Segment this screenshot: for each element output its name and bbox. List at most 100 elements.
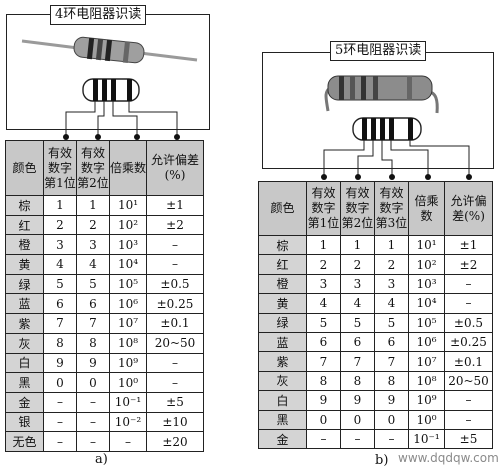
right-cell-digit3: 5 <box>374 312 409 333</box>
left-cell-digit2: 8 <box>76 332 110 354</box>
right-header-digit2: 有效数字第2位 <box>340 181 375 236</box>
left-cell-tolerance: ±0.1 <box>146 313 204 334</box>
left-cell-color: 棕 <box>5 195 44 216</box>
left-cell-digit1: 9 <box>43 352 77 374</box>
left-cell-color: 红 <box>5 214 44 236</box>
left-cell-digit1: 1 <box>43 195 77 216</box>
left-caption: a) <box>95 452 108 467</box>
right-cell-tolerance: ±2 <box>444 254 493 275</box>
left-cell-digit1: 7 <box>43 313 77 334</box>
right-header-tolerance: 允许偏差(%) <box>444 181 493 236</box>
right-cell-multiplier: 10¹ <box>408 234 445 256</box>
right-cell-multiplier: 10² <box>408 254 445 275</box>
left-cell-tolerance: ±2 <box>146 214 204 236</box>
right-cell-digit2: 5 <box>340 312 375 333</box>
right-cell-color: 白 <box>258 390 307 411</box>
right-title: 5环电阻器识读 <box>330 41 427 61</box>
left-cell-digit2: 5 <box>76 273 110 295</box>
right-cell-digit1: 2 <box>306 254 341 275</box>
left-cell-tolerance: – <box>146 234 204 256</box>
left-cell-digit2: 7 <box>76 313 110 334</box>
left-cell-digit1: 6 <box>43 293 77 315</box>
right-cell-digit2: 0 <box>340 409 375 430</box>
right-cell-digit3: – <box>374 428 409 450</box>
left-cell-color: 白 <box>5 352 44 374</box>
right-cell-tolerance: ±0.25 <box>444 331 493 353</box>
right-cell-digit1: 7 <box>306 351 341 372</box>
right-cell-color: 黑 <box>258 409 307 430</box>
right-cell-digit1: 5 <box>306 312 341 333</box>
left-header-multiplier: 倍乘数 <box>109 140 147 196</box>
right-cell-digit1: 0 <box>306 409 341 430</box>
left-cell-multiplier: 10⁷ <box>109 313 147 334</box>
right-resistor <box>324 75 439 114</box>
left-cell-multiplier: – <box>109 431 147 452</box>
right-cell-digit3: 2 <box>374 254 409 275</box>
left-resistor <box>21 36 198 64</box>
left-cell-multiplier: 10⁶ <box>109 293 147 315</box>
left-header-digit2: 有效数字第2位 <box>76 140 110 196</box>
right-cell-multiplier: 10⁷ <box>408 351 445 372</box>
right-cell-digit3: 6 <box>374 331 409 353</box>
left-cell-color: 灰 <box>5 332 44 354</box>
left-cell-digit2: – <box>76 431 110 452</box>
right-cell-tolerance: – <box>444 390 493 411</box>
right-cell-color: 灰 <box>258 370 307 392</box>
right-cell-digit1: – <box>306 428 341 450</box>
right-cell-digit1: 8 <box>306 370 341 392</box>
left-cell-multiplier: 10⁻² <box>109 411 147 433</box>
left-cell-tolerance: 20~50 <box>146 332 204 354</box>
left-cell-multiplier: 10⁴ <box>109 254 147 275</box>
left-cell-tolerance: ±5 <box>146 391 204 413</box>
left-cell-color: 蓝 <box>5 293 44 315</box>
left-cell-digit1: – <box>43 411 77 433</box>
left-cell-digit1: – <box>43 391 77 413</box>
left-table-row: 金––10⁻¹±5 <box>5 391 204 413</box>
right-header-row: 颜色 有效数字第1位 有效数字第2位 有效数字第3位 倍乘数 允许偏差(%) <box>258 181 493 236</box>
right-cell-multiplier: 10⁸ <box>408 370 445 392</box>
right-cell-color: 金 <box>258 428 307 450</box>
left-cell-digit1: 3 <box>43 234 77 256</box>
right-cell-digit3: 7 <box>374 351 409 372</box>
right-cell-digit3: 1 <box>374 234 409 256</box>
left-cell-tolerance: – <box>146 352 204 374</box>
left-cell-digit1: 0 <box>43 372 77 393</box>
left-cell-digit1: 8 <box>43 332 77 354</box>
left-cell-digit1: 5 <box>43 273 77 295</box>
left-cell-digit1: 4 <box>43 254 77 275</box>
left-cell-tolerance: ±10 <box>146 411 204 433</box>
left-cell-digit1: 2 <box>43 214 77 236</box>
right-band-schematic <box>321 117 472 180</box>
right-cell-digit1: 3 <box>306 273 341 295</box>
right-cell-color: 红 <box>258 254 307 275</box>
left-cell-color: 黄 <box>5 254 44 275</box>
right-cell-multiplier: 10⁴ <box>408 293 445 314</box>
left-cell-multiplier: 10⁻¹ <box>109 391 147 413</box>
left-cell-multiplier: 10¹ <box>109 195 147 216</box>
left-cell-color: 银 <box>5 411 44 433</box>
left-cell-digit2: – <box>76 391 110 413</box>
right-cell-tolerance: ±5 <box>444 428 493 450</box>
right-cell-multiplier: 10³ <box>408 273 445 295</box>
left-cell-digit2: 6 <box>76 293 110 315</box>
right-cell-digit2: 6 <box>340 331 375 353</box>
right-caption: b) <box>375 453 389 468</box>
right-cell-tolerance: ±0.5 <box>444 312 493 333</box>
left-cell-digit2: 2 <box>76 214 110 236</box>
right-cell-color: 紫 <box>258 351 307 372</box>
right-cell-tolerance: ±0.1 <box>444 351 493 372</box>
right-cell-digit2: 9 <box>340 390 375 411</box>
left-cell-multiplier: 10⁰ <box>109 372 147 393</box>
left-cell-color: 橙 <box>5 234 44 256</box>
right-photo-frame <box>262 52 494 169</box>
left-cell-digit1: – <box>43 431 77 452</box>
